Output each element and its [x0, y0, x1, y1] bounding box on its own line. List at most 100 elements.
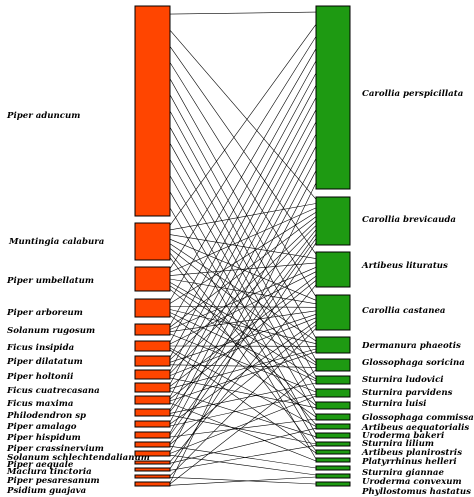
plant-box-piper-amalago [134, 420, 171, 428]
link-piper-umbellatum-to-carollia-perspicillata [169, 36, 317, 269]
interaction-links [169, 11, 317, 486]
link-piper-umbellatum-to-carollia-brevicauda [169, 207, 317, 273]
link-ficus-insipida-to-artibeus-planirostris [169, 349, 317, 454]
link-psidium-guajava-to-glossophaga-soricina [169, 369, 317, 485]
link-piper-holtonii-to-carollia-brevicauda [169, 225, 317, 374]
link-solanum-schlechtendalianum-to-uroderma-convexum [169, 454, 317, 476]
plant-label-piper-hispidum: Piper hispidum [6, 433, 81, 443]
bat-boxes [315, 5, 351, 487]
link-ficus-insipida-to-artibeus-aequatorialis [169, 347, 317, 427]
bat-box-sturnira-parvidens [315, 388, 351, 398]
link-piper-aduncum-to-artibeus-lituratus [169, 46, 317, 255]
link-piper-aequale-to-carollia-brevicauda [169, 242, 317, 469]
link-piper-aduncum-to-sturnira-luisi [169, 143, 317, 404]
link-piper-arboreum-to-carollia-perspicillata [169, 48, 317, 301]
link-piper-amalago-to-carollia-castanea [169, 321, 317, 425]
plant-labels: Piper aduncum Muntingia calabura Piper u… [6, 111, 150, 496]
bat-label-sturnira-ludovici: Sturnira ludovici [362, 375, 444, 385]
link-piper-aduncum-to-sturnira-ludovici [169, 110, 317, 378]
link-piper-amalago-to-sturnira-parvidens [169, 393, 317, 427]
link-piper-pesaresanum-to-phyllostomus-hastatus [169, 477, 317, 485]
link-piper-umbellatum-to-sturnira-luisi [169, 289, 317, 406]
plant-box-ficus-cuatrecasana [134, 382, 171, 393]
bat-label-sturnira-lilium: Sturnira lilium [362, 439, 434, 449]
plant-label-maclura-tinctoria: Maclura tinctoria [6, 467, 92, 477]
bat-label-artibeus-planirostris: Artibeus planirostris [361, 448, 462, 458]
link-piper-dilatatum-to-carollia-perspicillata [169, 85, 317, 358]
plant-box-psidium-guajava [134, 481, 171, 487]
bat-label-dermanura-phaeotis: Dermanura phaeotis [361, 341, 461, 351]
plant-box-piper-arboreum [134, 298, 171, 318]
plant-label-piper-holtonii: Piper holtonii [6, 372, 73, 382]
bat-box-artibeus-aequatorialis [315, 423, 351, 430]
bat-label-glossophaga-commissarisi: Glossophaga commissarisi [362, 413, 474, 423]
link-muntingia-calabura-to-dermanura-phaeotis [169, 243, 317, 342]
link-piper-aduncum-to-glossophaga-commissarisi [169, 159, 317, 416]
link-piper-aduncum-to-dermanura-phaeotis [169, 78, 317, 339]
link-piper-umbellatum-to-artibeus-lituratus [169, 262, 317, 276]
link-piper-arboreum-to-glossophaga-commissarisi [169, 315, 317, 418]
bat-label-sturnira-parvidens: Sturnira parvidens [362, 388, 453, 398]
plant-box-muntingia-calabura [134, 222, 171, 261]
bat-box-sturnira-lilium [315, 441, 351, 447]
link-piper-umbellatum-to-carollia-castanea [169, 278, 317, 305]
link-solanum-rugosum-to-artibeus-lituratus [169, 267, 317, 330]
plant-label-muntingia-calabura: Muntingia calabura [8, 237, 104, 247]
plant-label-piper-dilatatum: Piper dilatatum [6, 357, 83, 367]
link-solanum-rugosum-to-carollia-perspicillata [169, 60, 317, 326]
bat-label-carollia-perspicillata: Carollia perspicillata [362, 89, 463, 99]
link-piper-crassinervium-to-sturnira-giannae [169, 445, 317, 469]
bat-box-uroderma-bakeri [315, 432, 351, 439]
link-piper-hispidum-to-carollia-brevicauda [169, 233, 317, 436]
bat-label-artibeus-aequatorialis: Artibeus aequatorialis [361, 423, 469, 433]
link-piper-hispidum-to-glossophaga-commissarisi [169, 418, 317, 438]
bat-label-phyllostomus-hastatus: Phyllostomus hastatus [361, 487, 471, 497]
link-piper-aduncum-to-uroderma-bakeri [169, 175, 317, 435]
plant-label-piper-amalago: Piper amalago [6, 422, 77, 432]
plant-label-piper-aduncum: Piper aduncum [6, 111, 80, 121]
link-solanum-rugosum-to-carollia-castanea [169, 310, 317, 332]
bat-labels: Carollia perspicillata Carollia brevicau… [361, 89, 474, 497]
plant-label-piper-arboreum: Piper arboreum [6, 308, 83, 318]
plant-box-ficus-insipida [134, 340, 171, 352]
plant-box-piper-crassinervium [134, 441, 171, 448]
bat-box-artibeus-planirostris [315, 449, 351, 455]
link-piper-holtonii-to-sturnira-luisi [169, 377, 317, 409]
bat-box-sturnira-ludovici [315, 375, 351, 385]
bat-label-sturnira-luisi: Sturnira luisi [362, 399, 426, 409]
link-philodendron-sp-to-sturnira-lilium [169, 414, 317, 445]
bat-label-artibeus-lituratus: Artibeus lituratus [361, 261, 448, 271]
link-solanum-schlechtendalianum-to-sturnira-parvidens [169, 395, 317, 454]
link-piper-arboreum-to-carollia-castanea [169, 306, 317, 308]
link-piper-amalago-to-carollia-perspicillata [169, 146, 317, 423]
link-piper-umbellatum-to-glossophaga-soricina [169, 282, 317, 366]
link-muntingia-calabura-to-artibeus-aequatorialis [169, 252, 317, 425]
bat-label-carollia-castanea: Carollia castanea [362, 306, 445, 316]
plant-label-solanum-schlechtendalianum: Solanum schlechtendalianum [7, 453, 150, 463]
link-muntingia-calabura-to-carollia-brevicauda [169, 203, 317, 231]
plant-label-ficus-cuatrecasana: Ficus cuatrecasana [6, 386, 100, 396]
plant-label-piper-pesaresanum: Piper pesaresanum [6, 476, 100, 486]
link-ficus-insipida-to-artibeus-lituratus [169, 271, 317, 345]
plant-box-maclura-tinctoria [134, 460, 171, 465]
link-piper-aduncum-to-platyrrhinus-helleri [169, 207, 317, 460]
link-ficus-maxima-to-platyrrhinus-helleri [169, 402, 317, 462]
link-piper-aduncum-to-carollia-perspicillata [169, 11, 317, 15]
plant-box-solanum-rugosum [134, 323, 171, 336]
link-philodendron-sp-to-carollia-brevicauda [169, 229, 317, 412]
bat-box-carollia-castanea [315, 294, 351, 331]
bat-box-sturnira-giannae [315, 465, 351, 471]
link-ficus-maxima-to-carollia-perspicillata [169, 121, 317, 398]
bat-box-sturnira-luisi [315, 401, 351, 410]
link-solanum-schlechtendalianum-to-carollia-perspicillata [169, 170, 317, 452]
plant-box-piper-aequale [134, 467, 171, 472]
plant-box-solanum-schlechtendalianum [134, 450, 171, 457]
plant-box-piper-dilatatum [134, 355, 171, 367]
link-ficus-cuatrecasana-to-uroderma-bakeri [169, 390, 317, 438]
link-piper-umbellatum-to-sturnira-ludovici [169, 285, 317, 380]
plant-label-ficus-maxima: Ficus maxima [6, 399, 73, 409]
bat-box-artibeus-lituratus [315, 251, 351, 288]
link-solanum-rugosum-to-sturnira-parvidens [169, 333, 317, 393]
bat-box-carollia-brevicauda [315, 196, 351, 246]
bat-label-carollia-brevicauda: Carollia brevicauda [362, 215, 456, 225]
